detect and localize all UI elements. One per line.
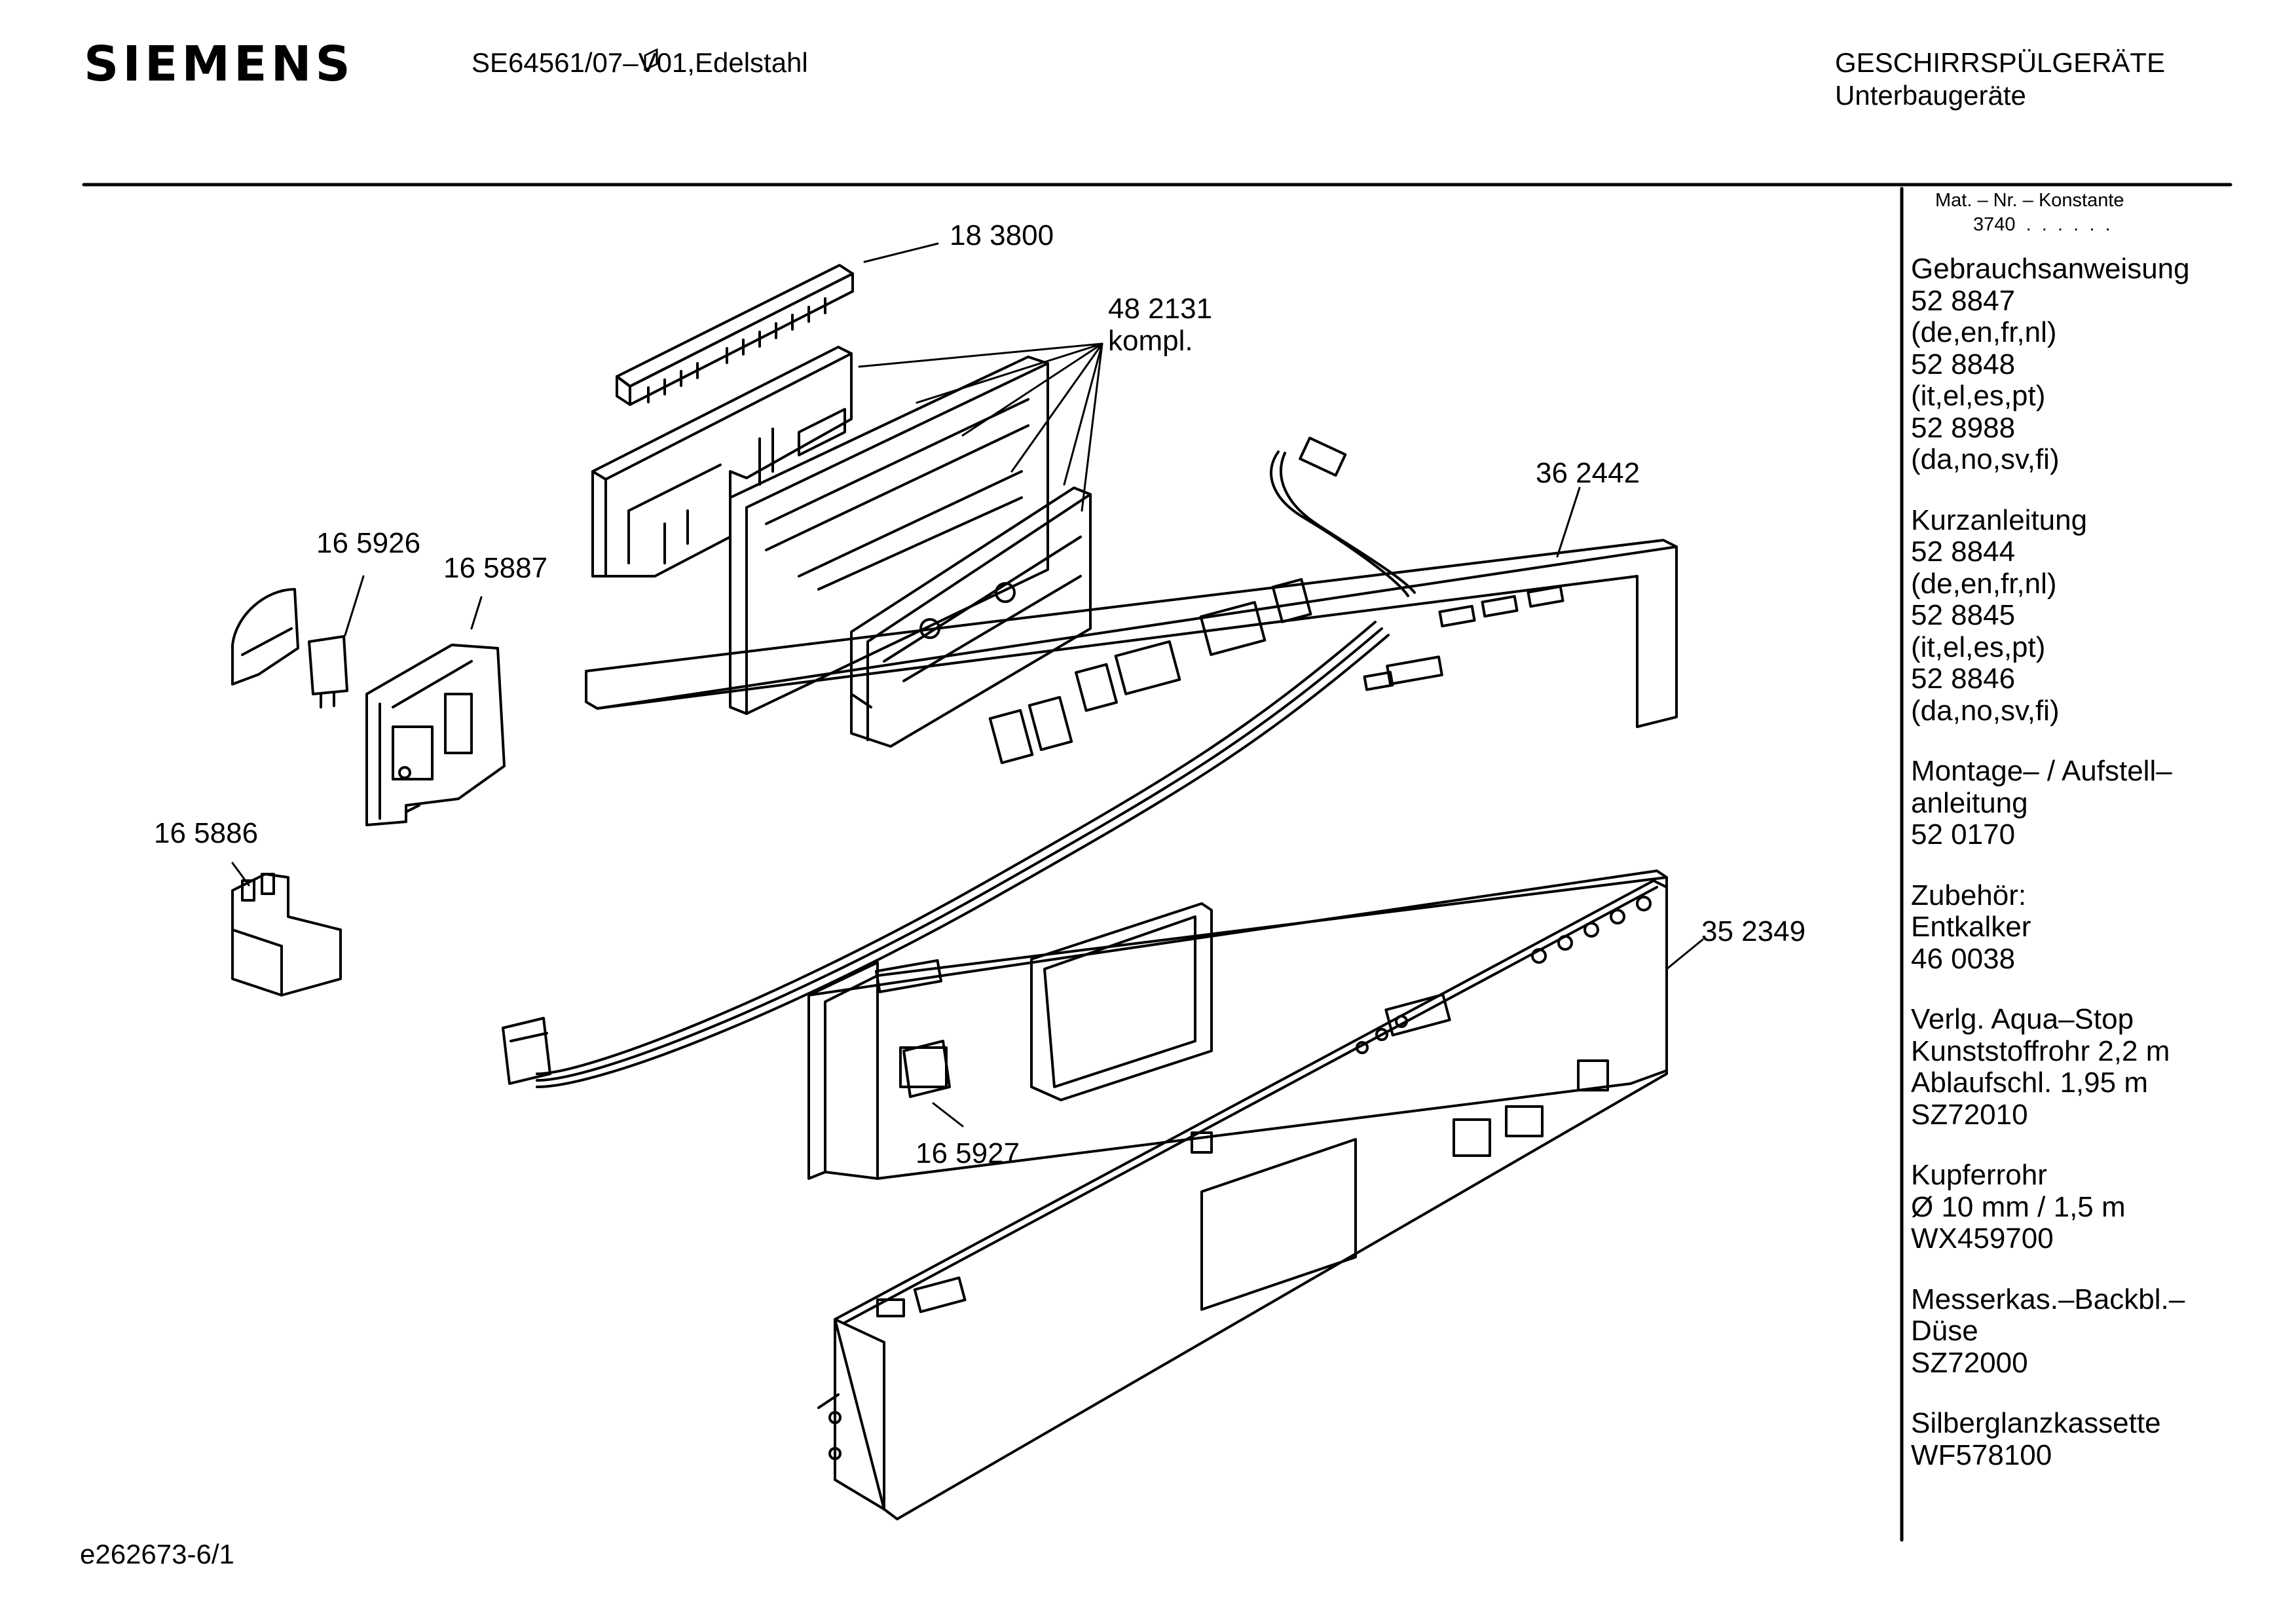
sidebar-line: (de,en,fr,nl) [1911, 316, 2057, 348]
part-48-2131-control-module [591, 346, 1092, 748]
sidebar-line: Montage– / Aufstell– [1911, 755, 2172, 787]
callout-16-5927: 16 5927 [916, 1137, 1020, 1169]
sidebar-block-aquastop: Verlg. Aqua–Stop Kunststoffrohr 2,2 m Ab… [1911, 1003, 2278, 1131]
sidebar-line: (da,no,sv,fi) [1911, 694, 2060, 727]
material-number-value: 3740 . . . . . . [1973, 214, 2111, 235]
sidebar-line: 52 8848 [1911, 348, 2016, 380]
drawing-id: e262673-6/1 [80, 1539, 234, 1569]
sidebar-line: Ablaufschl. 1,95 m [1911, 1067, 2148, 1099]
sidebar-block-silberglanz: Silberglanzkassette WF578100 [1911, 1407, 2278, 1471]
callout-18-3800: 18 3800 [950, 219, 1054, 251]
sidebar-line: 52 8846 [1911, 663, 2016, 695]
sidebar-block-gebrauchsanweisung: Gebrauchsanweisung 52 8847 (de,en,fr,nl)… [1911, 253, 2278, 476]
sidebar-line: Kupferrohr [1911, 1159, 2047, 1191]
part-16-5887-housing [365, 644, 506, 826]
leader-lines [231, 242, 1704, 1127]
sidebar-line: Kunststoffrohr 2,2 m [1911, 1035, 2170, 1067]
sidebar-line: 52 8844 [1911, 536, 2016, 568]
part-36-2442-harness-bracket [502, 436, 1678, 1088]
sidebar-line: (de,en,fr,nl) [1911, 567, 2057, 600]
sidebar-line: (it,el,es,pt) [1911, 380, 2046, 412]
sidebar-line: Düse [1911, 1315, 1978, 1347]
sidebar-line: 52 8988 [1911, 411, 2016, 444]
sidebar-block-kurzanleitung: Kurzanleitung 52 8844 (de,en,fr,nl) 52 8… [1911, 504, 2278, 727]
sidebar-line: Messerkas.–Backbl.– [1911, 1283, 2185, 1315]
material-number-header: Mat. – Nr. – Konstante 3740 . . . . . . [1935, 189, 2124, 237]
category-subtitle: Unterbaugeräte [1835, 80, 2026, 111]
sidebar-line: SZ72010 [1911, 1098, 2028, 1131]
part-18-3800-button-strip [616, 48, 854, 406]
sidebar-line: 52 8847 [1911, 284, 2016, 317]
sidebar-block-montage: Montage– / Aufstell– anleitung 52 0170 [1911, 755, 2278, 851]
callout-16-5887: 16 5887 [443, 552, 548, 584]
part-35-2349-front-panel [807, 870, 1668, 1520]
sidebar-line: (it,el,es,pt) [1911, 631, 2046, 663]
sidebar-line: Kurzanleitung [1911, 504, 2088, 536]
sidebar-line: WX459700 [1911, 1222, 2054, 1255]
brand-logo: SIEMENS [84, 36, 354, 92]
callout-16-5926: 16 5926 [316, 527, 421, 559]
sidebar-line: SZ72000 [1911, 1346, 2028, 1379]
sidebar-line: 46 0038 [1911, 942, 2016, 975]
sidebar-line: Zubehör: [1911, 879, 2027, 911]
sidebar-line: Ø 10 mm / 1,5 m [1911, 1190, 2126, 1223]
callout-kompl: kompl. [1108, 325, 1193, 357]
category-title: GESCHIRRSPÜLGERÄTE [1835, 47, 2166, 78]
sidebar-line: (da,no,sv,fi) [1911, 443, 2060, 475]
callout-48-2131: 48 2131 [1108, 293, 1213, 325]
sidebar-block-messerkasten: Messerkas.–Backbl.– Düse SZ72000 [1911, 1283, 2278, 1380]
part-16-5926-clip [231, 588, 348, 708]
sidebar-line: 52 0170 [1911, 818, 2016, 851]
sidebar-line: Entkalker [1911, 911, 2031, 943]
callout-36-2442: 36 2442 [1536, 457, 1640, 489]
part-16-5886-relay [231, 873, 342, 997]
sidebar-line: Silberglanzkassette [1911, 1407, 2161, 1439]
sidebar-line: WF578100 [1911, 1438, 2052, 1471]
model-title: SE64561/07–V01,Edelstahl [472, 47, 808, 78]
sidebar-line: anleitung [1911, 786, 2028, 819]
sidebar-line: 52 8845 [1911, 599, 2016, 631]
callout-35-2349: 35 2349 [1701, 915, 1806, 947]
sidebar-block-zubehoer: Zubehör: Entkalker 46 0038 [1911, 879, 2278, 976]
accessories-sidebar: Gebrauchsanweisung 52 8847 (de,en,fr,nl)… [1911, 253, 2278, 1500]
sidebar-line: Gebrauchsanweisung [1911, 253, 2190, 285]
part-16-5927-block [902, 1040, 951, 1098]
material-number-label: Mat. – Nr. – Konstante [1935, 190, 2124, 211]
callout-16-5886: 16 5886 [154, 817, 259, 849]
sidebar-line: Verlg. Aqua–Stop [1911, 1003, 2134, 1035]
sidebar-block-kupferrohr: Kupferrohr Ø 10 mm / 1,5 m WX459700 [1911, 1159, 2278, 1255]
